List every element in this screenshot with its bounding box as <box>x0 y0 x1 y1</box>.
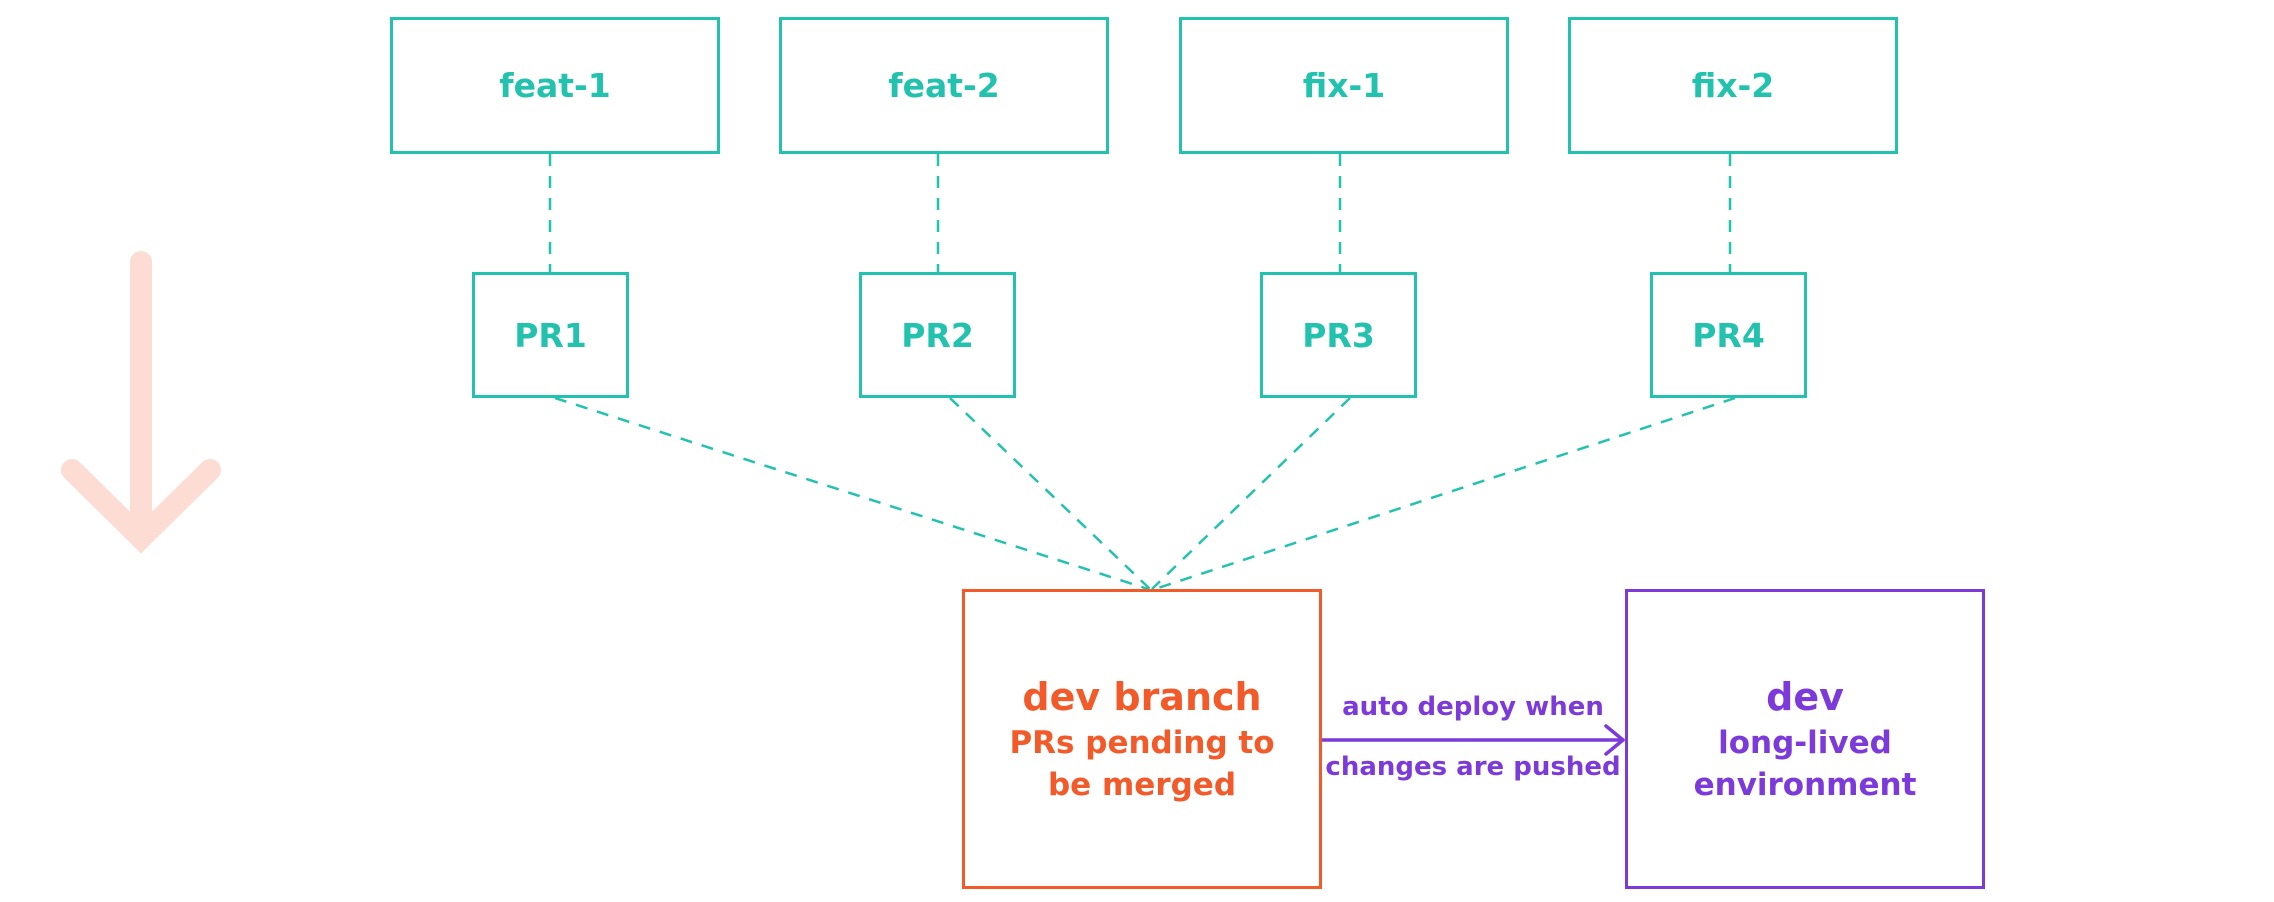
dev-branch-line3: be merged <box>1047 766 1237 803</box>
branch-box-feat-2: feat-2 <box>779 17 1109 154</box>
pr-label: PR2 <box>901 315 974 355</box>
dev-environment-line2: long-lived <box>1718 724 1892 761</box>
pr-box-1: PR1 <box>472 272 629 398</box>
dev-environment-title: dev <box>1766 674 1844 719</box>
deploy-arrow-label-bottom: changes are pushed <box>1325 752 1621 782</box>
down-arrow-icon <box>61 251 221 554</box>
connector-pr3-dev <box>1151 397 1351 590</box>
dev-environment-box: dev long-lived environment <box>1625 589 1985 889</box>
deploy-arrow-label-top: auto deploy when <box>1342 692 1604 722</box>
branch-label: feat-1 <box>499 66 611 105</box>
pr-label: PR3 <box>1302 315 1375 355</box>
dev-branch-line2: PRs pending to <box>1009 724 1275 761</box>
pr-box-4: PR4 <box>1650 272 1807 398</box>
connector-pr2-dev <box>949 397 1151 590</box>
dev-branch-title-bold: dev <box>1022 674 1101 719</box>
dev-branch-title: dev branch <box>1022 672 1261 723</box>
dev-environment-line3: environment <box>1693 766 1917 803</box>
deploy-arrow <box>1320 724 1625 756</box>
connector-pr4-dev <box>1154 396 1736 591</box>
branch-box-feat-1: feat-1 <box>390 17 720 154</box>
pr-box-2: PR2 <box>859 272 1016 398</box>
dev-branch-box: dev branch PRs pending to be merged <box>962 589 1322 889</box>
branch-box-fix-2: fix-2 <box>1568 17 1898 154</box>
branch-label: fix-2 <box>1691 66 1775 105</box>
branch-label: fix-1 <box>1302 66 1386 105</box>
branch-box-fix-1: fix-1 <box>1179 17 1509 154</box>
connector-pr1-dev <box>554 396 1149 591</box>
pr-label: PR1 <box>514 315 587 355</box>
dev-branch-title-rest: branch <box>1100 674 1262 719</box>
branch-label: feat-2 <box>888 66 1000 105</box>
arrow-head-icon <box>1604 724 1625 756</box>
pr-label: PR4 <box>1692 315 1765 355</box>
pr-box-3: PR3 <box>1260 272 1417 398</box>
